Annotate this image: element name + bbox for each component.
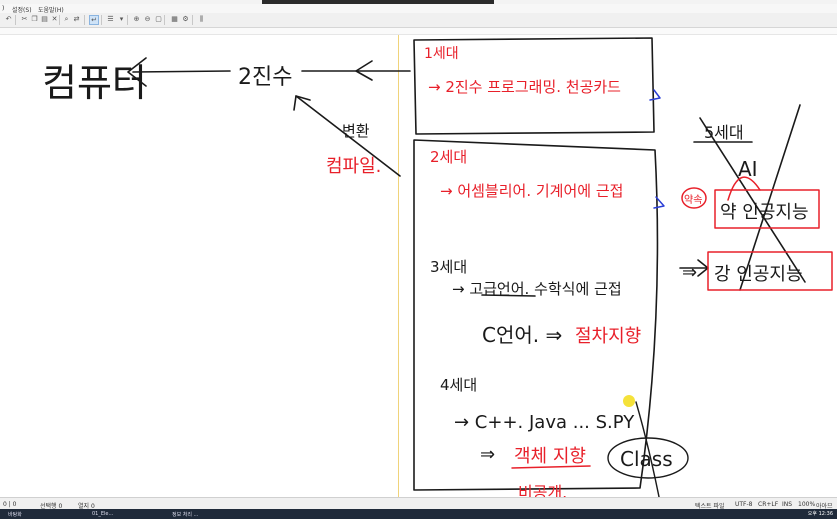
gen3-desc: → 고급언어. 수학식에 근접 xyxy=(452,280,622,298)
convert-text: 변환 xyxy=(342,122,370,140)
menu-bar: ) 설정(S) 도움말(H) xyxy=(0,4,837,14)
oop-arrow: ⇒ xyxy=(480,444,495,465)
ruler xyxy=(0,28,837,35)
toolbar-separator xyxy=(164,15,165,25)
gen4-text: 4세대 xyxy=(440,376,477,394)
status-selection: 선택행 0 xyxy=(40,503,63,510)
taskbar-item-file[interactable]: 01_Ele... xyxy=(92,511,114,517)
status-position: 0 | 0 xyxy=(3,501,17,508)
menu-item-help[interactable]: 도움말(H) xyxy=(38,7,64,14)
weak-tag-text: 약속 xyxy=(684,194,702,206)
pen-cursor xyxy=(623,395,635,407)
strong-arrow-text: ⇒ xyxy=(682,262,697,283)
status-line-ending[interactable]: CR+LF xyxy=(758,501,779,508)
strong-ai-box xyxy=(707,251,833,291)
delete-icon[interactable]: ✕ xyxy=(51,15,58,23)
cross-line xyxy=(699,117,806,283)
dropdown-icon[interactable]: ▾ xyxy=(119,15,124,23)
taskbar-clock: 오후 12:36 xyxy=(807,511,833,517)
status-encoding[interactable]: UTF-8 xyxy=(735,501,753,508)
wrap-icon[interactable]: ↵ xyxy=(89,15,99,25)
menu-item-settings[interactable]: 설정(S) xyxy=(12,7,32,14)
gen1-box xyxy=(413,37,655,135)
gen5-text: 5세대 xyxy=(704,123,744,142)
search-icon[interactable]: ⌕ xyxy=(64,15,69,23)
weak-ai-box xyxy=(714,189,820,229)
blue-mark xyxy=(653,196,665,209)
margin-line xyxy=(398,35,399,497)
view-icon[interactable]: ▦ xyxy=(171,15,178,23)
oop-text: 객체 지향 xyxy=(514,446,586,467)
fit-icon[interactable]: ▢ xyxy=(155,15,162,23)
strong-ai-text: 강 인공지능 xyxy=(714,264,803,285)
cut-icon[interactable]: ✂ xyxy=(21,15,28,23)
taskbar: 바탕화 01_Ele... 정보 처리 ... 오후 12:36 xyxy=(0,509,837,519)
gen3-text: 3세대 xyxy=(430,258,467,276)
toolbar-separator xyxy=(127,15,128,25)
paste-icon[interactable]: ▤ xyxy=(41,15,48,23)
blue-mark xyxy=(649,89,661,101)
gen1-text: 1세대 xyxy=(424,46,459,62)
gen2-4-box xyxy=(413,139,659,491)
status-column: 열지 0 xyxy=(78,503,95,510)
c-language-text: C언어. ⇒ xyxy=(482,323,562,347)
arrow-head xyxy=(127,57,147,87)
oop-underline xyxy=(511,465,591,469)
binary-text: 2진수 xyxy=(238,65,292,90)
status-extra: 아아므 xyxy=(816,503,833,510)
class-circle xyxy=(607,437,689,479)
taskbar-item-editor[interactable]: 정보 처리 ... xyxy=(172,512,199,518)
status-mode: 텍스트 파일 xyxy=(695,503,725,510)
compile-arrow xyxy=(295,95,401,177)
taskbar-item-desktop[interactable]: 바탕화 xyxy=(8,512,22,518)
window-top-bar xyxy=(0,0,837,5)
status-ins: INS xyxy=(782,501,793,508)
computer-text: 컴퓨터 xyxy=(42,61,147,105)
toolbar: ↶ ✂ ❐ ▤ ✕ ⌕ ⇄ ↵ ☰ ▾ ⊕ ⊖ ▢ ▦ ⚙ ⫼ xyxy=(0,13,837,28)
zoom-out-icon[interactable]: ⊖ xyxy=(144,15,151,23)
toolbar-separator xyxy=(59,15,60,25)
column-icon[interactable]: ⫼ xyxy=(199,15,204,23)
status-bar: 0 | 0 선택행 0 열지 0 텍스트 파일 UTF-8 CR+LF INS … xyxy=(0,497,837,510)
gen4-desc: → C++. Java ... S.PY xyxy=(454,412,635,433)
gen2-desc: → 어셈블리어. 기계어에 근접 xyxy=(440,182,623,200)
procedural-text: 절차지향 xyxy=(575,326,641,347)
compile-text: 컴파일. xyxy=(326,156,381,177)
weak-ai-text: 약 인공지능 xyxy=(720,202,809,223)
replace-icon[interactable]: ⇄ xyxy=(73,15,80,23)
cross-line xyxy=(739,104,801,291)
status-zoom[interactable]: 100% xyxy=(798,501,816,508)
toolbar-separator xyxy=(101,15,102,25)
title-tab xyxy=(262,0,494,4)
gen1-desc: → 2진수 프로그래밍. 천공카드 xyxy=(428,78,621,96)
arrow-head xyxy=(355,60,373,81)
editor-canvas[interactable] xyxy=(0,35,837,497)
weak-tag-circle xyxy=(681,187,707,209)
ai-text: AI xyxy=(738,157,758,181)
toolbar-separator xyxy=(192,15,193,25)
zoom-in-icon[interactable]: ⊕ xyxy=(133,15,140,23)
copy-icon[interactable]: ❐ xyxy=(31,15,38,23)
toolbar-separator xyxy=(15,15,16,25)
menu-item-prev[interactable]: ) xyxy=(2,5,5,12)
arrow-head xyxy=(293,95,311,111)
undo-icon[interactable]: ↶ xyxy=(5,15,12,23)
toolbar-separator xyxy=(84,15,85,25)
indent-icon[interactable]: ☰ xyxy=(107,15,114,23)
ai-annotation xyxy=(727,176,761,201)
class-text: Class xyxy=(620,447,673,471)
settings-icon[interactable]: ⚙ xyxy=(182,15,189,23)
gen2-text: 2세대 xyxy=(430,148,467,166)
arrow-to-computer xyxy=(132,70,231,73)
high-level-underline xyxy=(481,294,536,297)
